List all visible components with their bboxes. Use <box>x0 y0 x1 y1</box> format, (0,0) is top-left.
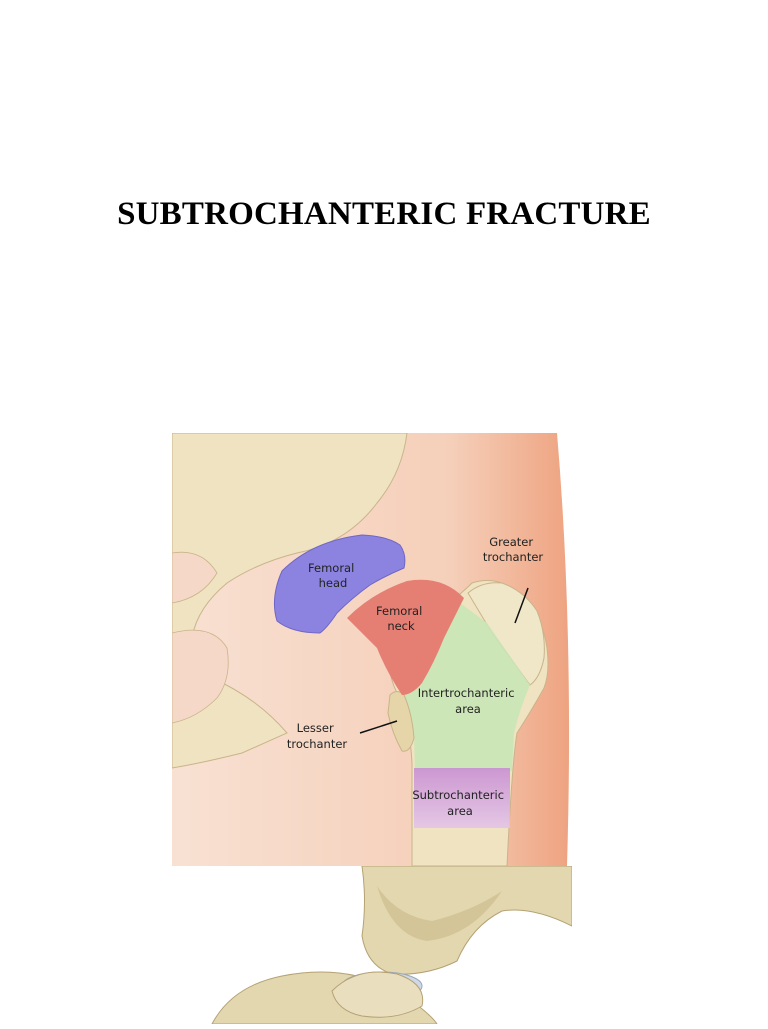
lesser-trochanter-leader <box>359 720 398 734</box>
hip-joint-illustration <box>172 865 573 1025</box>
femur-anatomy-illustration: Femoral head Femoral neck Greater trocha… <box>171 432 572 867</box>
label-intertrochanteric-area: Intertrochanteric area <box>418 686 518 716</box>
femoral-neck <box>347 579 464 695</box>
label-femoral-head: Femoral head <box>308 561 358 590</box>
page-title: SUBTROCHANTERIC FRACTURE <box>117 196 651 232</box>
pelvis-lower-curve <box>171 629 229 724</box>
label-greater-trochanter: Greater trochanter <box>483 535 544 564</box>
pelvis-bone <box>171 432 408 769</box>
greater-trochanter-leader <box>514 587 529 624</box>
femur-anatomy-svg: Femoral head Femoral neck Greater trocha… <box>171 432 572 867</box>
label-femoral-neck: Femoral neck <box>376 604 426 633</box>
femoral-head-illustration <box>331 971 424 1018</box>
skin-outline <box>557 433 572 866</box>
label-subtrochanteric-area: Subtrochanteric area <box>412 788 507 818</box>
pelvis-inner-shadow <box>377 886 502 941</box>
intertrochanteric-area <box>404 603 530 771</box>
subtrochanteric-area <box>414 768 510 828</box>
greater-trochanter-region <box>467 582 545 686</box>
label-lesser-trochanter: Lesser trochanter <box>287 721 348 751</box>
pelvis-shadow <box>171 551 218 604</box>
femoral-head <box>273 534 406 634</box>
hip-joint-svg <box>172 865 573 1025</box>
